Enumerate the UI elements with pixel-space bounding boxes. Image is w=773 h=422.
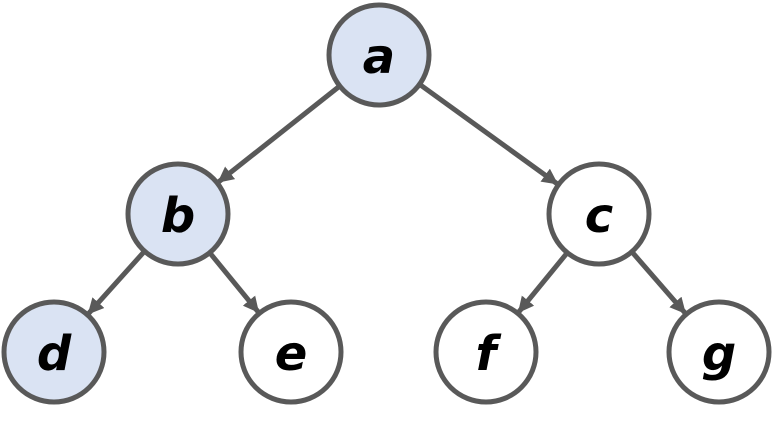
node-f: f [433, 299, 539, 405]
node-g-label: g [702, 326, 736, 382]
node-b-label: b [161, 188, 195, 244]
node-e: e [238, 299, 344, 405]
node-g: g [666, 299, 772, 405]
nodes: a b c d e f g [1, 2, 772, 405]
edge-c-f [517, 251, 569, 314]
node-e-circle [238, 299, 344, 405]
node-d: d [1, 299, 107, 405]
node-a-circle [326, 2, 432, 108]
node-e-label: e [275, 326, 308, 382]
node-c: c [546, 161, 652, 267]
node-c-label: c [585, 188, 613, 244]
edge-a-b [217, 84, 341, 184]
node-d-label: d [37, 326, 72, 382]
node-d-circle [1, 299, 107, 405]
edge-b-d [86, 250, 146, 315]
node-a-label: a [363, 29, 395, 85]
node-a: a [326, 2, 432, 108]
edge-b-e [208, 251, 260, 314]
edge-c-g [630, 250, 687, 315]
node-g-circle [666, 299, 772, 405]
node-b: b [125, 161, 231, 267]
node-c-circle [546, 161, 652, 267]
edges [86, 82, 687, 315]
node-b-circle [125, 161, 231, 267]
edge-a-c [418, 82, 559, 186]
node-f-circle [433, 299, 539, 405]
